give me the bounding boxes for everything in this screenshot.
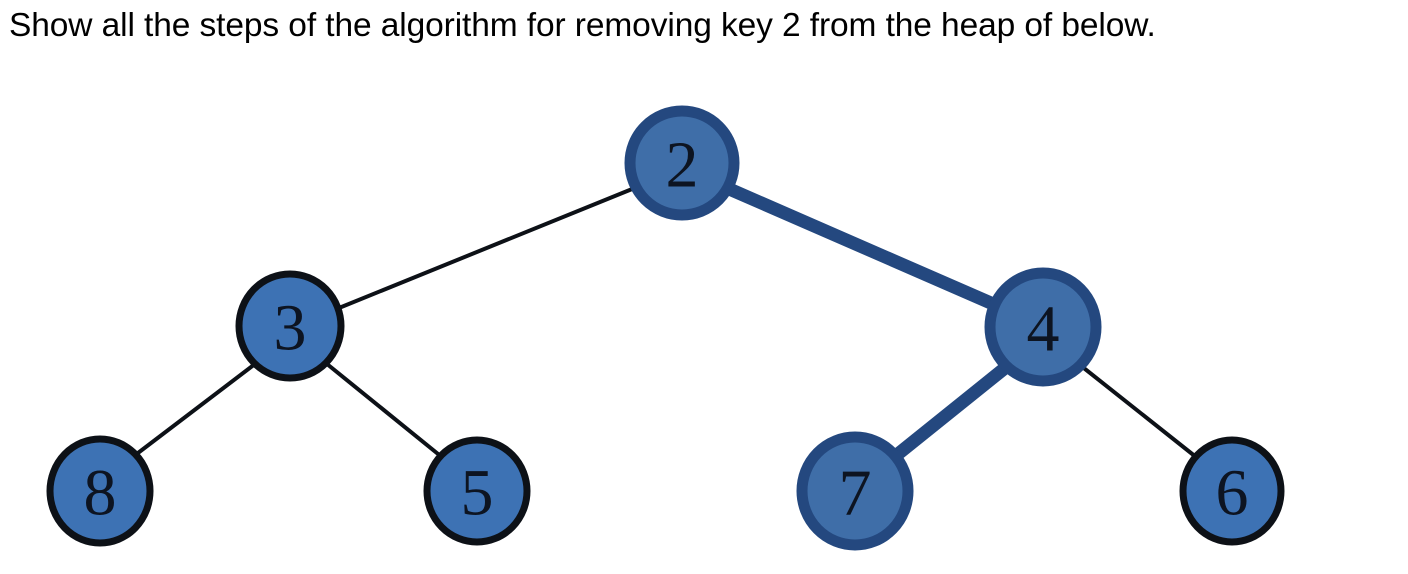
tree-node-circle — [796, 431, 914, 551]
heap-diagram: 2 3 4 8 5 7 6 — [0, 58, 1408, 574]
tree-node-circle — [46, 435, 154, 547]
tree-edge — [720, 181, 1007, 314]
tree-node: 8 — [46, 435, 154, 547]
tree-edge — [332, 185, 639, 312]
tree-node-label: 3 — [274, 292, 307, 365]
heap-svg-canvas: 2 3 4 8 5 7 6 — [46, 105, 1285, 551]
tree-node-label: 5 — [461, 457, 494, 530]
page-title: Show all the steps of the algorithm for … — [9, 7, 1156, 44]
tree-node-label: 4 — [1027, 293, 1060, 366]
tree-node: 6 — [1179, 436, 1285, 546]
tree-edge — [325, 362, 445, 460]
tree-node: 3 — [235, 270, 345, 382]
tree-node-circle — [423, 436, 531, 546]
tree-node-label: 7 — [839, 457, 872, 530]
tree-node: 2 — [624, 105, 740, 221]
edge-layer — [132, 181, 1198, 465]
tree-node: 5 — [423, 436, 531, 546]
tree-edge — [1078, 363, 1198, 459]
tree-node-label: 8 — [84, 457, 117, 530]
tree-node-label: 2 — [666, 129, 699, 202]
tree-node-circle — [984, 267, 1102, 387]
tree-node-circle — [235, 270, 345, 382]
tree-node: 7 — [796, 431, 914, 551]
tree-node-label: 6 — [1216, 457, 1249, 530]
tree-edge — [886, 361, 1012, 465]
tree-node: 4 — [984, 267, 1102, 387]
tree-node-circle — [1179, 436, 1285, 546]
node-layer: 2 3 4 8 5 7 6 — [46, 105, 1285, 551]
tree-edge — [132, 362, 257, 458]
tree-node-circle — [624, 105, 740, 221]
